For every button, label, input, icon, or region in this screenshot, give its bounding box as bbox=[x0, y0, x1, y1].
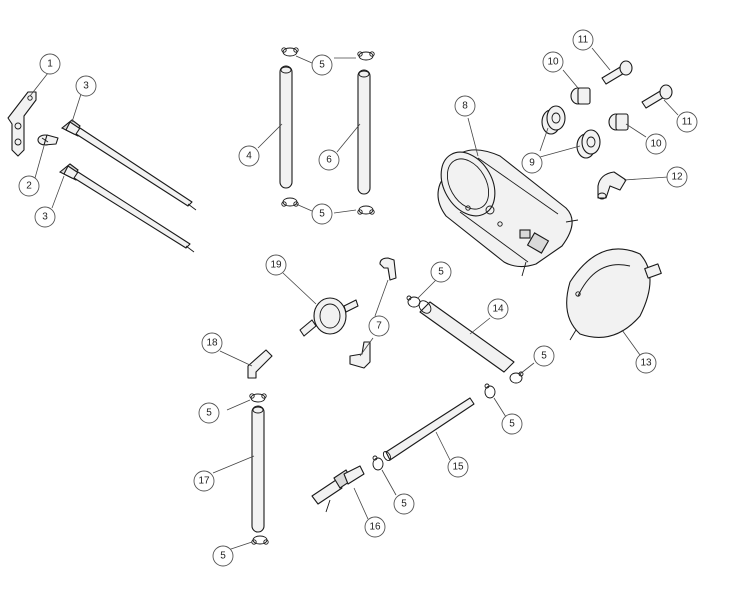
callout-5-hose-right: 5 bbox=[501, 413, 523, 435]
callout-label: 11 bbox=[682, 117, 693, 128]
callout-13: 13 bbox=[635, 352, 657, 374]
part-tube-right bbox=[357, 69, 371, 195]
part-elbow-connector bbox=[597, 171, 627, 200]
part-hose-clips bbox=[249, 47, 524, 545]
callout-label: 7 bbox=[376, 321, 382, 332]
part-connector bbox=[311, 465, 365, 513]
callout-1: 1 bbox=[39, 53, 61, 75]
part-probe-upper bbox=[60, 119, 197, 211]
callout-14: 14 bbox=[487, 298, 509, 320]
callout-label: 9 bbox=[529, 158, 535, 169]
callout-19: 19 bbox=[265, 254, 287, 276]
callout-5-top-right-label: 5 bbox=[319, 60, 325, 71]
callout-label: 14 bbox=[492, 304, 504, 315]
part-bolts bbox=[601, 60, 673, 109]
callout-label: 5 bbox=[438, 267, 444, 278]
part-bracket bbox=[7, 91, 37, 157]
callout-5-tube-bottom: 5 bbox=[212, 545, 234, 567]
callout-label: 11 bbox=[578, 35, 589, 46]
callout-11-upper: 11 bbox=[572, 29, 594, 51]
callout-label: 4 bbox=[246, 151, 252, 162]
callout-7: 7 bbox=[368, 315, 390, 337]
callout-label: 19 bbox=[270, 260, 282, 271]
callout-label: 18 bbox=[206, 338, 218, 349]
callout-label: 5 bbox=[319, 60, 325, 71]
callout-11-lower: 11 bbox=[676, 111, 698, 133]
part-canister bbox=[437, 149, 579, 277]
callout-5-top-left: 5 bbox=[311, 54, 333, 76]
callout-3-lower: 3 bbox=[34, 206, 56, 228]
part-diagonal-tube bbox=[418, 300, 515, 373]
part-elbow-hose bbox=[349, 257, 397, 369]
callout-5-hose-top: 5 bbox=[430, 261, 452, 283]
callout-4: 4 bbox=[238, 145, 260, 167]
callout-label: 17 bbox=[198, 476, 210, 487]
callout-5-tube-top: 5 bbox=[198, 402, 220, 424]
callout-9: 9 bbox=[521, 152, 543, 174]
callout-label: 8 bbox=[462, 101, 468, 112]
part-long-hose bbox=[382, 397, 475, 462]
callout-15: 15 bbox=[447, 456, 469, 478]
callout-label: 12 bbox=[671, 172, 683, 183]
callout-18: 18 bbox=[201, 332, 223, 354]
part-end-cap bbox=[566, 248, 662, 341]
callout-label: 5 bbox=[220, 551, 226, 562]
callout-label: 5 bbox=[541, 351, 547, 362]
callout-6: 6 bbox=[318, 149, 340, 171]
callout-12: 12 bbox=[666, 166, 688, 188]
part-tube-bottom bbox=[251, 405, 265, 533]
callout-label: 16 bbox=[369, 522, 381, 533]
callout-label: 5 bbox=[401, 499, 407, 510]
callout-5-hose-left: 5 bbox=[393, 493, 415, 515]
callout-label: 2 bbox=[26, 181, 32, 192]
callout-label: 10 bbox=[650, 139, 662, 150]
part-probe-lower bbox=[58, 163, 195, 253]
callout-label: 5 bbox=[319, 209, 325, 220]
callout-label: 3 bbox=[83, 81, 89, 92]
callout-label: 5 bbox=[509, 419, 515, 430]
callout-3-upper: 3 bbox=[75, 75, 97, 97]
callout-label: 10 bbox=[547, 57, 559, 68]
part-nuts bbox=[570, 87, 629, 131]
callout-5-tube-end: 5 bbox=[533, 345, 555, 367]
callout-label: 6 bbox=[326, 155, 332, 166]
callout-label: 13 bbox=[640, 358, 652, 369]
part-tube-left bbox=[279, 65, 293, 189]
callout-2: 2 bbox=[18, 175, 40, 197]
leader-lines bbox=[29, 47, 679, 551]
callout-10-lower: 10 bbox=[645, 133, 667, 155]
callout-label: 15 bbox=[452, 462, 464, 473]
callout-16: 16 bbox=[364, 516, 386, 538]
callout-10-upper: 10 bbox=[542, 51, 564, 73]
callout-label: 5 bbox=[206, 408, 212, 419]
callout-label: 3 bbox=[42, 212, 48, 223]
part-grommets bbox=[541, 105, 601, 159]
callout-8: 8 bbox=[454, 95, 476, 117]
callout-label: 1 bbox=[47, 59, 53, 70]
callout-17: 17 bbox=[193, 470, 215, 492]
part-angled-elbow bbox=[247, 349, 273, 379]
callout-5-middle: 5 bbox=[311, 203, 333, 225]
part-screw bbox=[37, 134, 59, 146]
part-valve bbox=[299, 297, 359, 337]
